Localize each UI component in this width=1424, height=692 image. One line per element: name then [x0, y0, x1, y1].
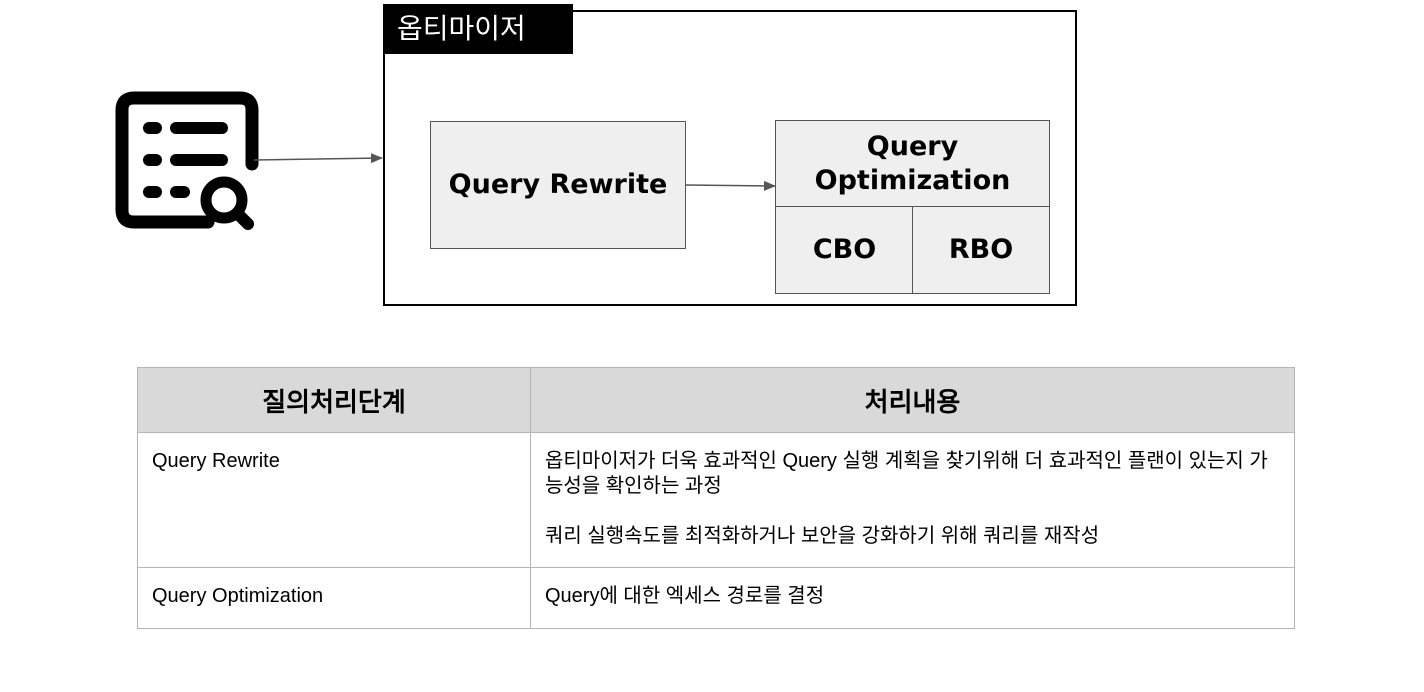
query-optimization-label: Query Optimization [814, 131, 1011, 196]
query-optimization-box: Query Optimization [775, 120, 1050, 208]
table-row: Query Optimization Query에 대한 엑세스 경로를 결정 [137, 567, 1295, 629]
table-header-row: 질의처리단계 처리내용 [137, 367, 1295, 433]
header-stage: 질의처리단계 [137, 367, 531, 433]
query-processing-table: 질의처리단계 처리내용 Query Rewrite 옵티마이저가 더욱 효과적인… [137, 367, 1295, 629]
cell-desc: 옵티마이저가 더욱 효과적인 Query 실행 계획을 찾기위해 더 효과적인 … [530, 432, 1295, 568]
cell-stage: Query Optimization [137, 567, 531, 629]
query-rewrite-box: Query Rewrite [430, 121, 686, 249]
rbo-box: RBO [912, 206, 1050, 294]
table-row: Query Rewrite 옵티마이저가 더욱 효과적인 Query 실행 계획… [137, 432, 1295, 568]
optimizer-label: 옵티마이저 [383, 4, 573, 54]
document-search-icon [115, 91, 259, 230]
cell-desc: Query에 대한 엑세스 경로를 결정 [530, 567, 1295, 629]
header-content: 처리내용 [530, 367, 1295, 433]
cell-stage: Query Rewrite [137, 432, 531, 568]
desc-line: 쿼리 실행속도를 최적화하거나 보안을 강화하기 위해 쿼리를 재작성 [545, 525, 1100, 547]
desc-line: Query에 대한 엑세스 경로를 결정 [545, 585, 825, 607]
desc-line: 옵티마이저가 더욱 효과적인 Query 실행 계획을 찾기위해 더 효과적인 … [545, 450, 1268, 497]
cbo-box: CBO [775, 206, 914, 294]
icon-to-optimizer-arrow [253, 153, 383, 164]
